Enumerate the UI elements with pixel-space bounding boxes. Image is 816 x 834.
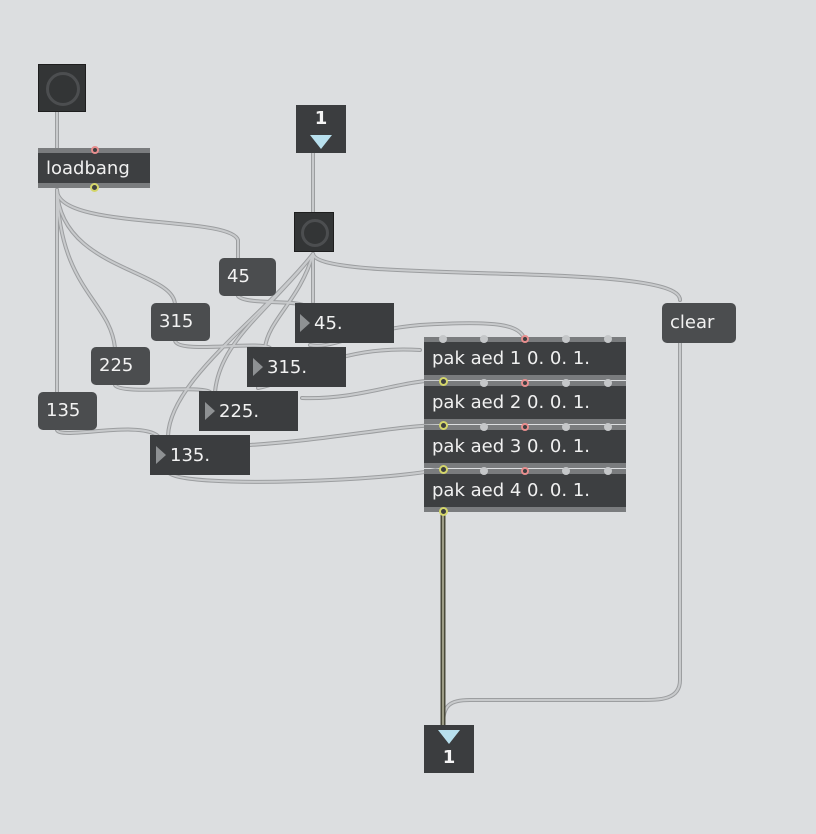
pak-inlet[interactable] xyxy=(521,335,529,343)
pak-inlet[interactable] xyxy=(439,465,448,474)
pak-inlet[interactable] xyxy=(439,377,448,386)
pak-label: pak aed 1 0. 0. 1. xyxy=(432,348,590,369)
play-triangle-icon xyxy=(205,402,215,420)
loadbang-outlet[interactable] xyxy=(90,183,99,192)
pak-inlet[interactable] xyxy=(604,423,612,431)
pak-inlet[interactable] xyxy=(521,467,529,475)
inlet-index: 1 xyxy=(314,108,328,129)
pak-inlet[interactable] xyxy=(562,467,570,475)
pak-inlet[interactable] xyxy=(480,335,488,343)
pak-inlet[interactable] xyxy=(439,421,448,430)
float-box-45[interactable]: 45. xyxy=(295,303,394,343)
inlet-object[interactable]: 1 xyxy=(296,105,346,153)
pak-inlet[interactable] xyxy=(562,423,570,431)
pak-inlet[interactable] xyxy=(562,335,570,343)
pak-inlet[interactable] xyxy=(480,423,488,431)
message-225[interactable]: 225 xyxy=(91,347,150,385)
pak-inlet[interactable] xyxy=(604,335,612,343)
bang-ring-icon xyxy=(46,72,80,106)
message-315[interactable]: 315 xyxy=(151,303,210,341)
pak-label: pak aed 4 0. 0. 1. xyxy=(432,480,590,501)
message-45[interactable]: 45 xyxy=(219,258,276,296)
clear-message[interactable]: clear xyxy=(662,303,736,343)
outlet-index: 1 xyxy=(442,747,456,768)
pak-object-2[interactable]: pak aed 2 0. 0. 1. xyxy=(424,377,626,424)
loadbang-label: loadbang xyxy=(46,157,130,179)
pak-object-4[interactable]: pak aed 4 0. 0. 1. xyxy=(424,465,626,516)
pak-inlet[interactable] xyxy=(562,379,570,387)
loadbang-bang-button[interactable] xyxy=(38,64,86,112)
pak-inlet[interactable] xyxy=(480,467,488,475)
down-arrow-icon xyxy=(310,135,332,149)
float-box-225[interactable]: 225. xyxy=(199,391,298,431)
pak-object-1[interactable]: pak aed 1 0. 0. 1. xyxy=(424,335,626,380)
down-arrow-icon xyxy=(438,730,460,744)
play-triangle-icon xyxy=(156,446,166,464)
pak-inlet[interactable] xyxy=(604,467,612,475)
pak-inlet[interactable] xyxy=(439,335,447,343)
loadbang-inlet[interactable] xyxy=(91,146,99,154)
loadbang-object[interactable]: loadbang xyxy=(38,146,150,192)
play-triangle-icon xyxy=(300,314,310,332)
bang-ring-icon xyxy=(301,219,329,247)
float-box-135[interactable]: 135. xyxy=(150,435,250,475)
float-box-315[interactable]: 315. xyxy=(247,347,346,387)
outlet-object[interactable]: 1 xyxy=(424,725,474,773)
pak-object-3[interactable]: pak aed 3 0. 0. 1. xyxy=(424,421,626,468)
pak-label: pak aed 3 0. 0. 1. xyxy=(432,436,590,457)
pak-inlet[interactable] xyxy=(604,379,612,387)
pak-outlet[interactable] xyxy=(439,507,448,516)
pak-inlet[interactable] xyxy=(521,423,529,431)
pak-inlet[interactable] xyxy=(521,379,529,387)
pak-inlet[interactable] xyxy=(480,379,488,387)
play-triangle-icon xyxy=(253,358,263,376)
pak-label: pak aed 2 0. 0. 1. xyxy=(432,392,590,413)
trigger-bang-button[interactable] xyxy=(294,212,334,252)
message-135[interactable]: 135 xyxy=(38,392,97,430)
